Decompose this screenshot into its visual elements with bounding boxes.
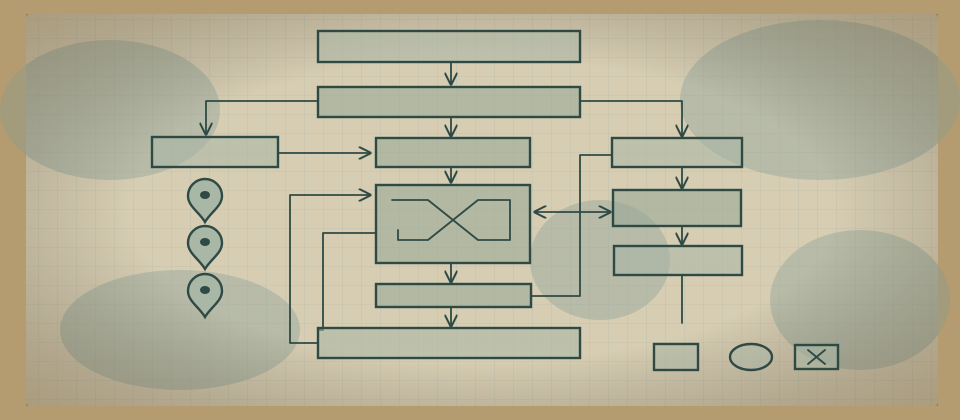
center-lower-box (374, 282, 533, 309)
center-upper-box (374, 136, 532, 169)
map-pin-icon (186, 272, 224, 320)
edge-lower-to-right1 (530, 154, 613, 297)
edge-second-to-right (579, 100, 682, 136)
circle-icon (728, 342, 774, 372)
left-box (150, 135, 280, 169)
bottom-box (316, 326, 582, 360)
top-box (316, 29, 582, 64)
map-pin-icon (186, 177, 224, 225)
right-box-2 (611, 188, 743, 228)
square-icon (652, 342, 700, 372)
pin-column (186, 177, 224, 320)
second-box (316, 85, 582, 119)
edge-second-to-left (206, 100, 319, 134)
map-pin-icon (186, 224, 224, 272)
legend (652, 342, 840, 372)
crossover-symbol (391, 199, 511, 241)
crossover-box (374, 183, 532, 265)
x-box-icon (793, 343, 840, 371)
right-box-1 (610, 136, 744, 169)
nodes (150, 29, 744, 360)
right-box-3 (612, 244, 744, 277)
edge-loop-outer (289, 195, 370, 344)
